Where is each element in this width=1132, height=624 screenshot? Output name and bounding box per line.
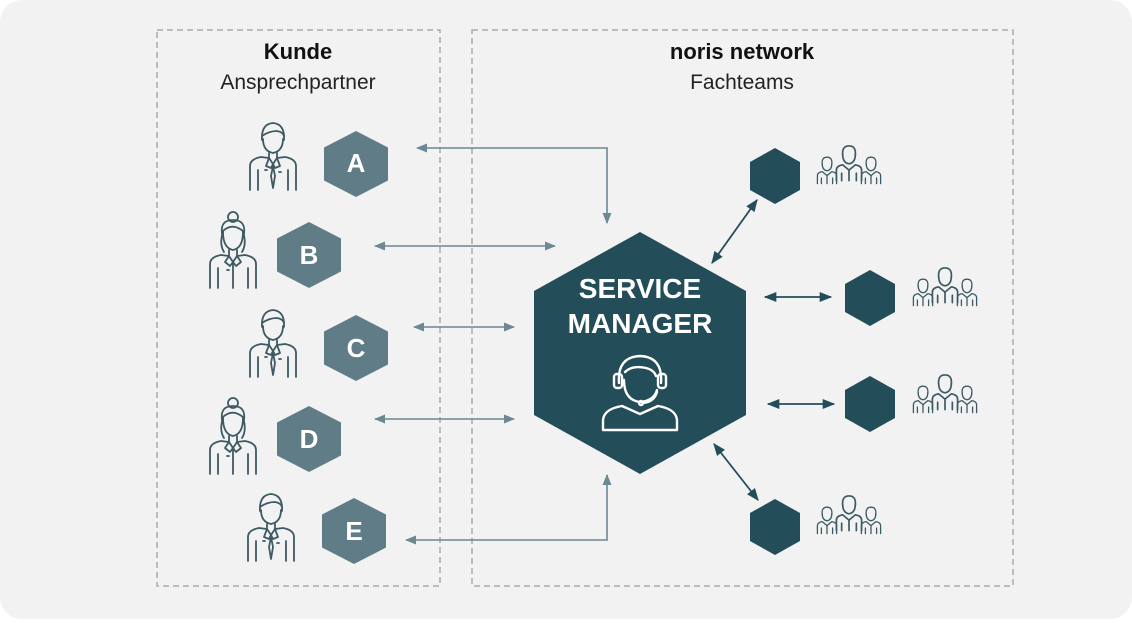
contact-b: B [209, 211, 341, 289]
customer-group-subtitle: Ansprechpartner [220, 71, 375, 94]
provider-group-subtitle: Fachteams [690, 71, 794, 94]
team-2-hexagon [845, 270, 895, 326]
team-1 [750, 146, 881, 204]
arrow-team-1 [711, 198, 758, 265]
contact-a: A [249, 122, 388, 197]
headset-agent-icon [601, 354, 679, 432]
contact-d-hexagon [277, 406, 341, 472]
contact-c-letter: C [347, 333, 366, 363]
provider-group-title: noris network [670, 39, 815, 64]
contact-e-hexagon [322, 498, 386, 564]
service-manager-label-line2: MANAGER [568, 308, 713, 339]
contact-a-letter: A [347, 148, 366, 178]
service-manager-hexagon [534, 232, 746, 474]
service-manager-label-line1: SERVICE [579, 273, 701, 304]
team-4-hexagon [750, 499, 800, 555]
team-3 [845, 375, 977, 432]
contact-c: C [249, 309, 388, 381]
contact-e-letter: E [345, 516, 362, 546]
customer-group-title: Kunde [264, 39, 332, 64]
team-1-hexagon [750, 148, 800, 204]
customer-group-border [156, 29, 441, 587]
team-2 [845, 268, 977, 326]
arrow-contact-a [415, 143, 612, 225]
team-4 [750, 496, 881, 555]
team-3-hexagon [845, 376, 895, 432]
contact-b-hexagon [277, 222, 341, 288]
contact-e: E [247, 493, 386, 564]
contact-d: D [209, 397, 341, 475]
contact-b-letter: B [300, 240, 319, 270]
arrow-contact-e [404, 473, 612, 545]
contact-a-hexagon [324, 131, 388, 197]
provider-group-border [471, 29, 1014, 587]
contact-d-letter: D [300, 424, 319, 454]
arrow-team-4 [713, 443, 759, 501]
contact-c-hexagon [324, 315, 388, 381]
